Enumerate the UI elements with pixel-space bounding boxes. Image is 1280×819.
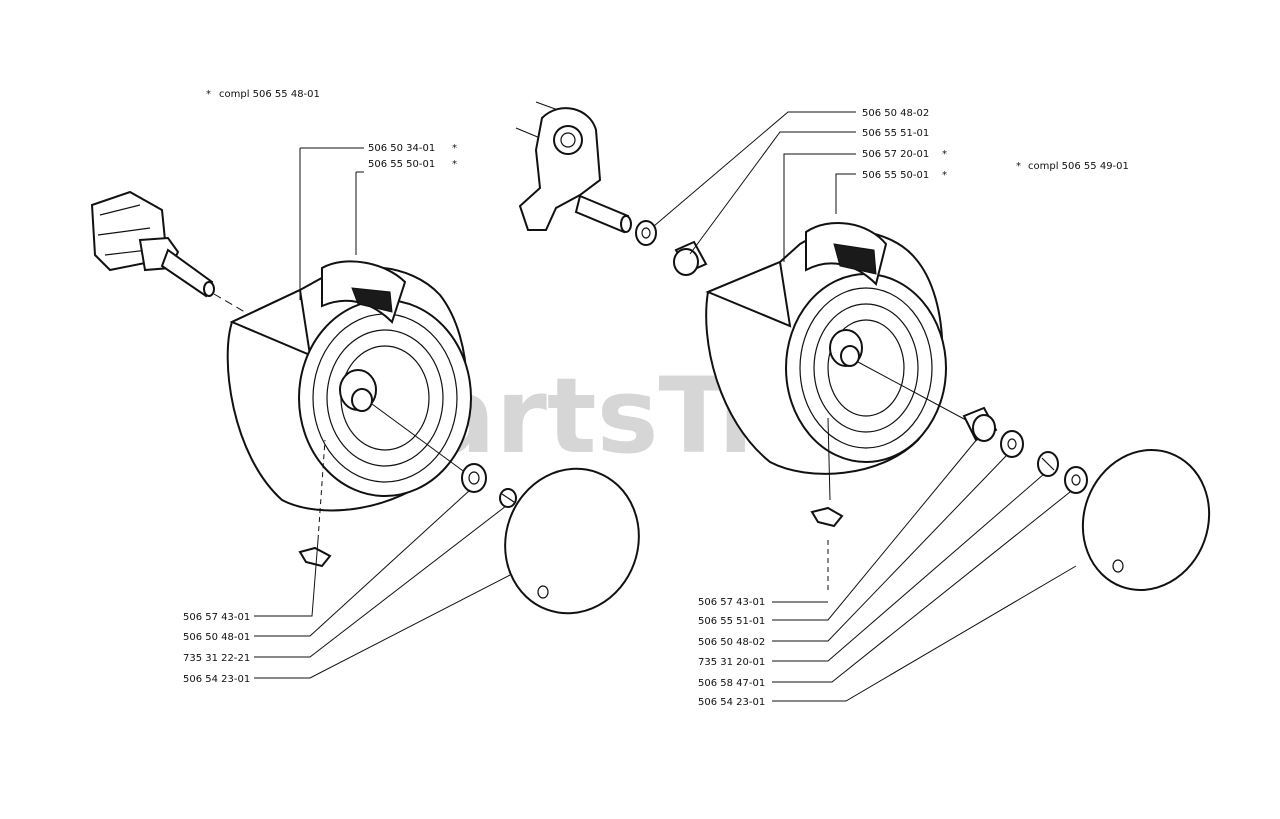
right-retaining-clip bbox=[1037, 451, 1059, 477]
left-top-part-2: 506 55 50-01 * bbox=[368, 159, 457, 170]
part-marker: * bbox=[942, 149, 947, 160]
right-upper-washer bbox=[635, 220, 657, 246]
part-number: 506 50 34-01 bbox=[368, 143, 435, 154]
right-bottom-part-2: 506 55 51-01 bbox=[698, 616, 765, 627]
left-wheel bbox=[226, 260, 472, 512]
part-marker: * bbox=[452, 159, 457, 170]
part-number: 506 57 20-01 bbox=[862, 149, 929, 160]
right-top-part-3: 506 57 20-01 * bbox=[862, 149, 947, 160]
left-top-part-1: 506 50 34-01 * bbox=[368, 143, 457, 154]
left-bottom-part-4: 506 54 23-01 bbox=[183, 674, 250, 685]
left-retaining-clip bbox=[499, 488, 517, 508]
right-wheel bbox=[705, 221, 967, 475]
right-top-part-2: 506 55 51-01 bbox=[862, 128, 929, 139]
left-kit-label: compl 506 55 48-01 bbox=[219, 89, 320, 100]
part-marker: * bbox=[452, 143, 457, 154]
right-end-washer bbox=[1064, 466, 1088, 494]
part-number: 506 55 50-01 bbox=[862, 170, 929, 181]
part-number: 506 55 50-01 bbox=[368, 159, 435, 170]
right-outer-bushing bbox=[962, 406, 998, 442]
left-bottom-part-1: 506 57 43-01 bbox=[183, 612, 250, 623]
left-hub-cap bbox=[504, 467, 640, 615]
right-hub-cap bbox=[1081, 448, 1211, 592]
right-upper-bushing bbox=[673, 240, 708, 276]
part-number: 506 50 48-02 bbox=[862, 108, 929, 119]
left-bottom-part-3: 735 31 22-21 bbox=[183, 653, 250, 664]
left-axle-housing bbox=[90, 190, 263, 323]
part-marker: * bbox=[942, 170, 947, 181]
right-assembly: * compl 506 55 49-01 bbox=[515, 101, 1211, 708]
right-bottom-part-5: 506 58 47-01 bbox=[698, 678, 765, 689]
left-kit-marker: * bbox=[206, 89, 211, 100]
left-assembly: * compl 506 55 48-01 bbox=[90, 89, 640, 685]
left-washer bbox=[461, 463, 487, 493]
right-bottom-part-4: 735 31 20-01 bbox=[698, 657, 765, 668]
right-outer-washer bbox=[1000, 430, 1024, 458]
left-valve-stem bbox=[298, 546, 332, 568]
right-kit-marker: * bbox=[1016, 161, 1021, 172]
right-top-part-4: 506 55 50-01 * bbox=[862, 170, 947, 181]
right-spindle-bracket bbox=[515, 101, 632, 234]
right-bottom-part-3: 506 50 48-02 bbox=[698, 637, 765, 648]
right-valve-stem bbox=[810, 506, 844, 528]
right-top-part-1: 506 50 48-02 bbox=[862, 108, 929, 119]
right-bottom-part-6: 506 54 23-01 bbox=[698, 697, 765, 708]
right-bottom-part-1: 506 57 43-01 bbox=[698, 597, 765, 608]
left-bottom-part-2: 506 50 48-01 bbox=[183, 632, 250, 643]
part-number: 506 55 51-01 bbox=[862, 128, 929, 139]
right-kit-label: compl 506 55 49-01 bbox=[1028, 161, 1129, 172]
